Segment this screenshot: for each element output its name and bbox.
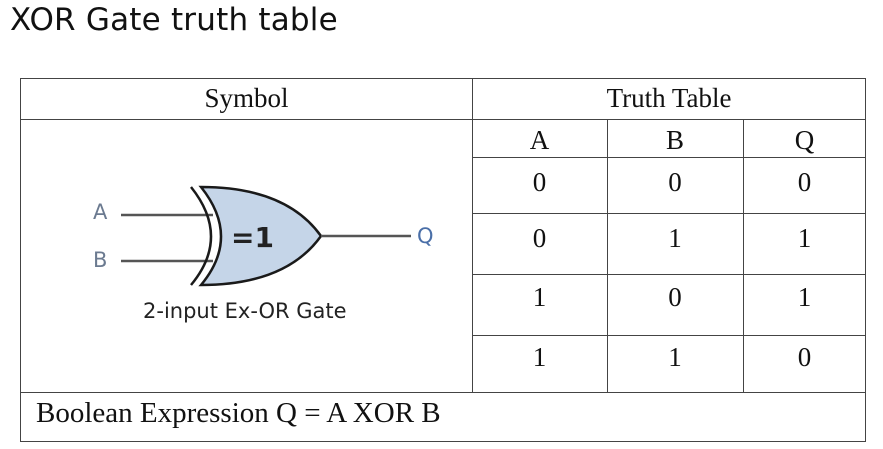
cell-r2-a: 0	[532, 223, 547, 253]
boolean-expression: Boolean Expression Q = A XOR B	[36, 397, 441, 429]
row-divider-2	[472, 274, 866, 275]
output-q-label: Q	[417, 224, 434, 248]
columns-divider	[472, 157, 866, 158]
input-b-label: B	[93, 248, 107, 272]
cell-r2-q: 1	[797, 223, 812, 253]
cell-r3-q: 1	[797, 282, 812, 312]
page-title: XOR Gate truth table	[10, 2, 338, 38]
cell-r3-b: 0	[668, 282, 682, 312]
col-divider-1	[607, 119, 608, 392]
footer-divider	[21, 392, 866, 393]
xor-figure: Symbol Truth Table A B Q 0 0 0 0 1 1 1 0…	[20, 78, 866, 442]
header-divider	[21, 119, 866, 120]
divider-symbol-table	[472, 79, 473, 392]
gate-body	[198, 185, 323, 287]
row-divider-3	[472, 335, 866, 336]
gate-body-label: =1	[231, 221, 274, 254]
column-header-a: A	[529, 125, 550, 155]
cell-r1-a: 0	[532, 167, 547, 197]
cell-r1-q: 0	[797, 167, 812, 197]
truth-table-header: Truth Table	[606, 83, 732, 113]
xor-gate-symbol: A B =1 Q	[93, 185, 434, 287]
input-a-label: A	[93, 200, 108, 224]
col-divider-2	[743, 119, 744, 392]
symbol-header: Symbol	[204, 83, 289, 113]
gate-caption: 2-input Ex-OR Gate	[143, 299, 347, 323]
cell-r3-a: 1	[532, 282, 547, 312]
cell-r2-b: 1	[668, 223, 682, 253]
cell-r1-b: 0	[668, 167, 682, 197]
row-divider-1	[472, 213, 866, 214]
cell-r4-a: 1	[532, 342, 547, 372]
column-header-b: B	[665, 125, 684, 155]
cell-r4-q: 0	[797, 342, 812, 372]
column-header-q: Q	[794, 125, 815, 155]
cell-r4-b: 1	[668, 342, 682, 372]
xor-input-curve	[190, 186, 213, 286]
